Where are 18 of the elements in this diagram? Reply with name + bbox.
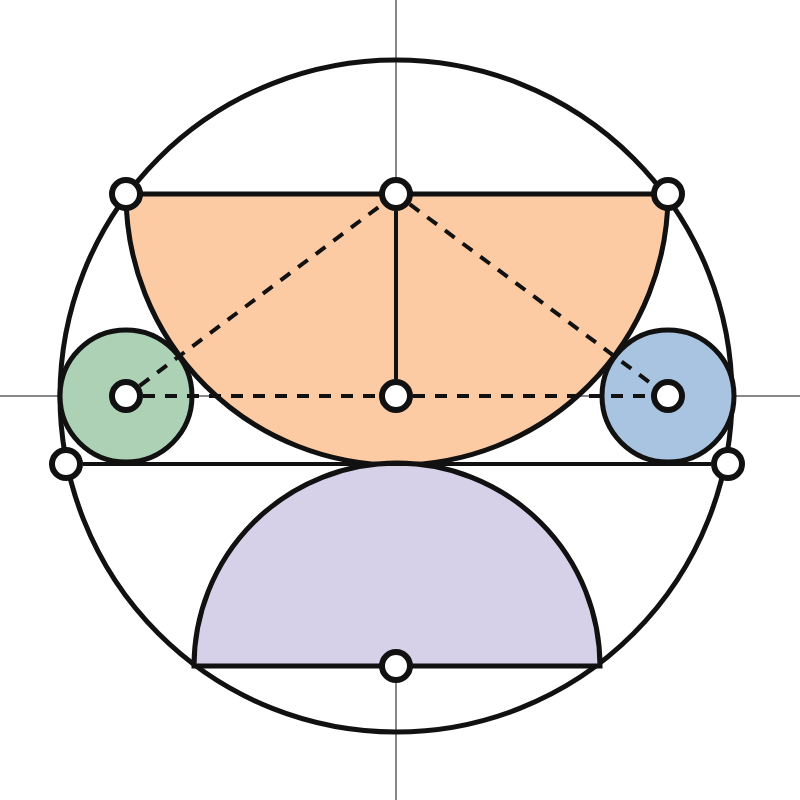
dashed-line: [138, 202, 384, 388]
point-marker: [109, 379, 143, 413]
outer-circle: [57, 57, 737, 735]
line-segment: [83, 462, 711, 466]
point-marker: [711, 447, 745, 481]
point-marker: [379, 379, 413, 413]
point-marker: [49, 447, 83, 481]
point-marker: [379, 649, 413, 683]
line-segment: [394, 211, 398, 379]
dashed-line: [413, 394, 651, 398]
small-circle: [57, 327, 195, 465]
dashed-line: [408, 202, 656, 388]
point-marker: [651, 379, 685, 413]
point-marker: [651, 177, 685, 211]
small-circle: [599, 327, 737, 465]
dashed-line: [143, 394, 379, 398]
point-marker: [109, 177, 143, 211]
point-marker: [379, 177, 413, 211]
